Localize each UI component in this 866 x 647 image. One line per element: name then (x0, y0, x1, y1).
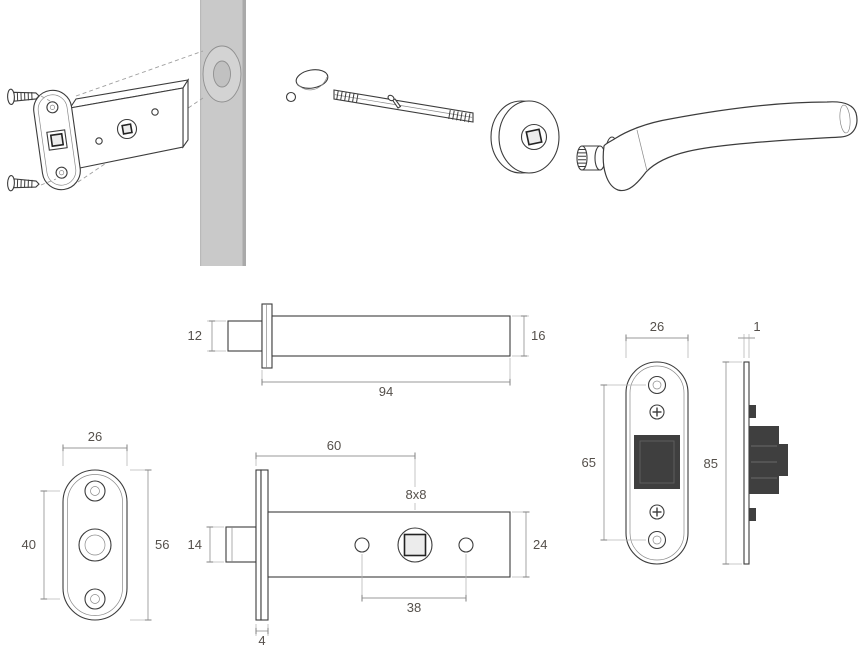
dim-rose-hole-spacing: 65 (582, 455, 596, 470)
dim-spindle-length: 94 (379, 384, 393, 399)
spindle-long-bar (271, 315, 511, 357)
rose-hole-top (647, 375, 667, 395)
spindle-follower (397, 527, 433, 563)
spindle-flange (261, 303, 273, 369)
rose-hole-bottom (647, 530, 667, 550)
spindle-hub (576, 145, 606, 171)
dim-rose-thickness: 1 (753, 319, 760, 334)
spindle-bar (333, 89, 474, 123)
dim-bolt-height: 14 (188, 537, 202, 552)
spindle-tail (227, 320, 263, 352)
exploded-assembly-view (7, 0, 858, 266)
dim-latch-backset: 60 (327, 438, 341, 453)
door-edge-face-line (242, 0, 246, 266)
latch-faceplate (33, 89, 81, 191)
latch-bolt (225, 526, 257, 563)
grub-screw (387, 94, 402, 109)
cover-cap (285, 69, 329, 103)
mortise-hole-outline (202, 45, 242, 103)
dim-faceplate-width: 26 (88, 429, 102, 444)
dim-bolt-hole-spacing: 38 (407, 600, 421, 615)
faceplate-screw-hole-top (84, 480, 106, 502)
drawing-faceplate-front: 26 40 56 (22, 429, 169, 621)
rose-escutcheon (490, 100, 560, 174)
dim-rose-width: 26 (650, 319, 664, 334)
dim-faceplate-height: 56 (155, 537, 169, 552)
rose-turn-aperture (634, 435, 680, 489)
dimensioned-drawings: 12 16 94 (22, 303, 788, 647)
washer-ring (285, 91, 297, 103)
mounting-screw-bottom (7, 175, 40, 192)
case-bolt-hole-left (354, 537, 370, 553)
rose-screw-top (649, 404, 665, 420)
drawing-latch-side: 60 8x8 14 24 38 4 (188, 438, 548, 647)
dim-rose-height: 85 (704, 456, 718, 471)
dim-spindle-hole-size: 8x8 (406, 487, 427, 502)
dim-faceplate-thickness: 4 (258, 633, 265, 647)
rose-screw-bottom (649, 504, 665, 520)
tubular-latch-body (68, 78, 190, 171)
rose-side-mechanism (749, 405, 788, 521)
latch-case (267, 511, 511, 578)
mounting-screw-top (7, 88, 40, 105)
handle-grip (602, 101, 858, 192)
dim-case-height: 24 (533, 537, 547, 552)
lever-handle (576, 101, 858, 192)
faceplate-screw-hole-bottom (84, 588, 106, 610)
latch-faceplate-edge (255, 469, 262, 621)
dim-spindle-tail-height: 12 (188, 328, 202, 343)
case-bolt-hole-right (458, 537, 474, 553)
drawing-rose-front-and-side: 26 65 1 85 (582, 319, 788, 565)
faceplate-latch-hole (78, 528, 112, 562)
dim-spindle-bar-height: 16 (531, 328, 545, 343)
handle-end-cap (839, 104, 851, 134)
dim-faceplate-hole-spacing: 40 (22, 537, 36, 552)
rose-side-plate (743, 361, 750, 565)
drawing-spindle-profile: 12 16 94 (188, 303, 545, 399)
door-edge-panel (200, 0, 246, 266)
